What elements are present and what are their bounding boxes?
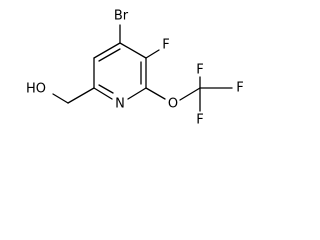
bond-n-c6 <box>93 87 113 100</box>
substituent-bonds <box>52 24 233 112</box>
atom-f-right: F <box>236 81 243 96</box>
bond-o-cf3 <box>179 87 201 101</box>
molecule-structure: Br F N O F F F HO <box>26 9 244 128</box>
bond-n-c6-inner <box>98 84 114 94</box>
atom-ho: HO <box>26 82 46 97</box>
bond-c4-c3 <box>119 42 147 59</box>
atom-f-ring: F <box>162 38 169 53</box>
bond-c6-ch2 <box>67 87 95 104</box>
bond-c3-f <box>145 49 160 59</box>
atom-labels: Br F N O F F F HO <box>26 9 244 128</box>
bond-c2-n <box>127 87 147 100</box>
atom-o-ether: O <box>168 97 178 112</box>
ring-bonds <box>93 42 147 100</box>
atom-br: Br <box>114 9 129 24</box>
atom-n: N <box>115 97 125 112</box>
bond-ch2-oh <box>52 93 69 104</box>
atom-f-bottom: F <box>196 113 203 128</box>
bond-c2-o <box>145 87 166 100</box>
bond-c5-c4 <box>93 42 121 59</box>
atom-f-top: F <box>196 63 203 78</box>
bond-c5-c4-inner <box>98 48 121 62</box>
